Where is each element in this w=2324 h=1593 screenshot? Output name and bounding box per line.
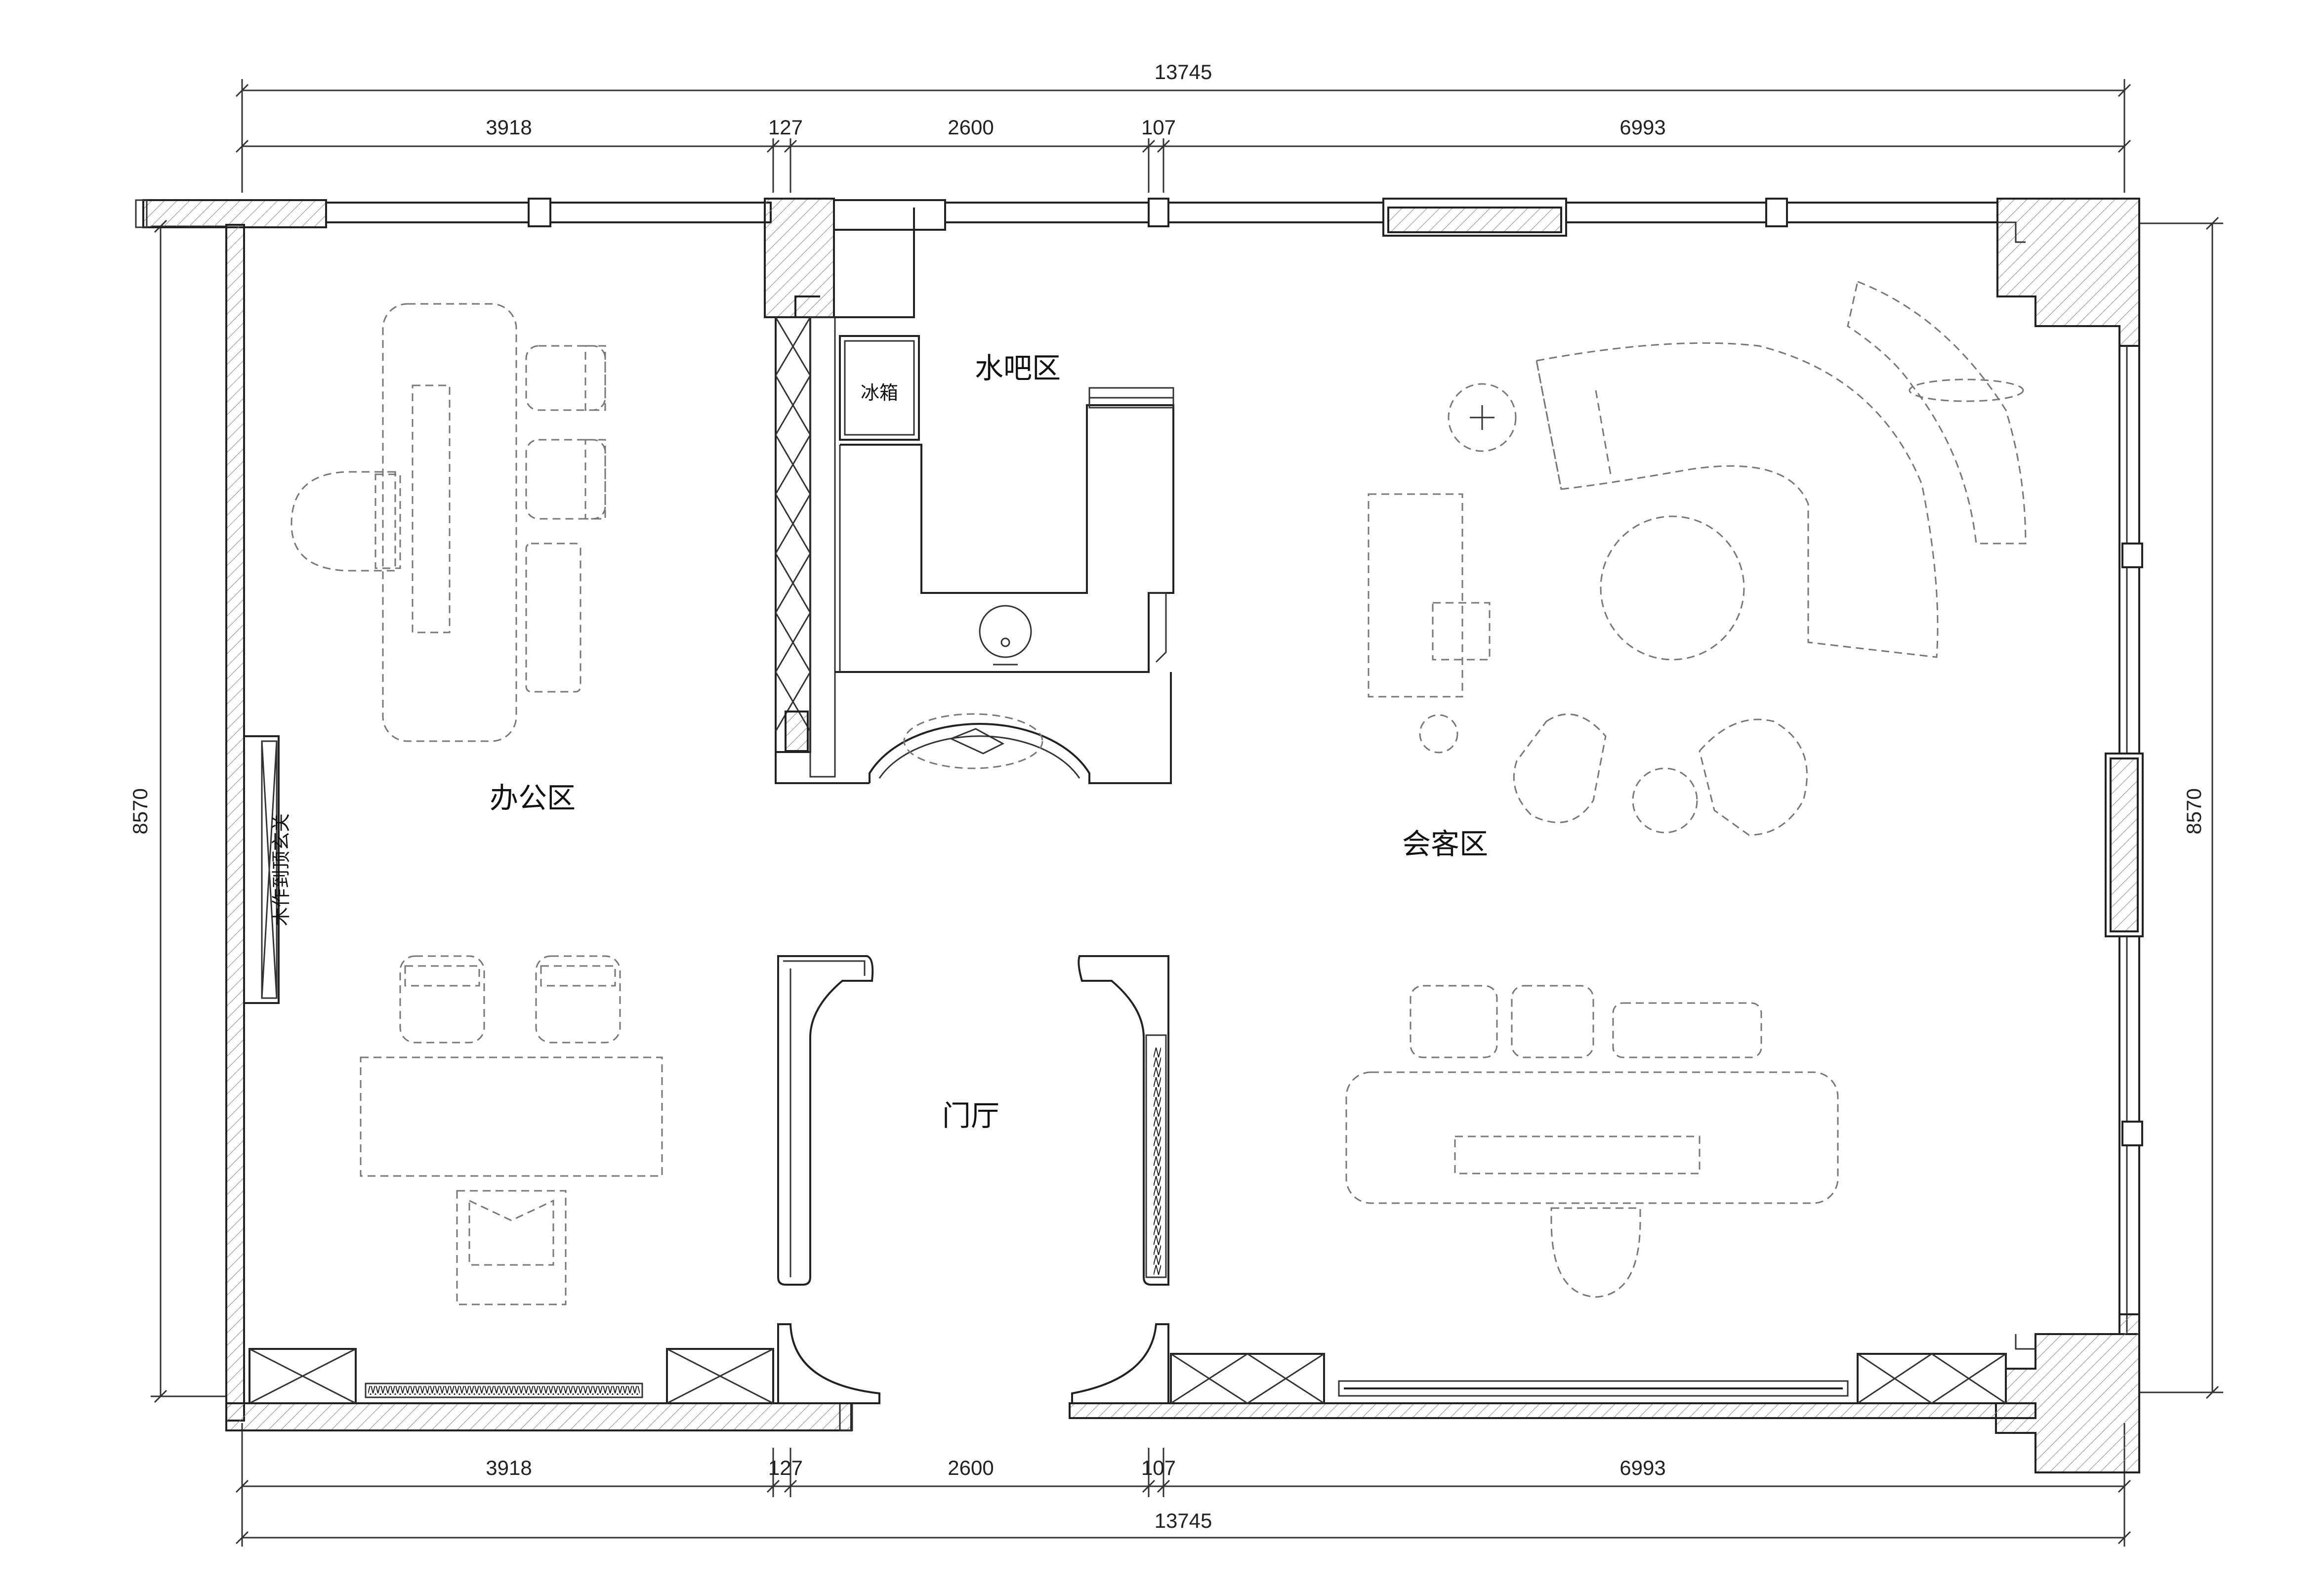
dim-left-height: 8570 [128, 788, 152, 834]
reception-furniture [1345, 280, 2027, 1298]
dim-top-seg-1: 3918 [486, 116, 532, 139]
dim-right-height: 8570 [2182, 788, 2205, 834]
dim-bottom-total: 13745 [1155, 1509, 1212, 1532]
lobby-panels [777, 955, 1169, 1404]
outer-walls [135, 198, 2144, 1473]
bottom-window-right [1170, 1353, 2007, 1404]
dim-bottom-seg-3: 2600 [948, 1456, 994, 1479]
dim-top-seg-4: 107 [1141, 116, 1176, 139]
dim-bottom-seg-2: 127 [768, 1456, 803, 1479]
dim-bottom-seg-5: 6993 [1619, 1456, 1665, 1479]
dimension-top: 13745 3918 127 2600 107 6993 [235, 60, 2131, 193]
dimension-right: 8570 [2139, 216, 2223, 1399]
dimension-bottom: 3918 127 2600 107 6993 13745 [235, 1423, 2131, 1547]
room-label-lobby: 门厅 [942, 1099, 999, 1132]
fridge-label: 冰箱 [861, 382, 898, 404]
office-chair [525, 345, 606, 520]
office-furniture [290, 303, 663, 1305]
dim-top-seg-2: 127 [768, 116, 803, 139]
dim-bottom-seg-1: 3918 [486, 1456, 532, 1479]
entrance-cabinet-label: 木作到顶玄关 [270, 813, 292, 926]
room-label-water-bar: 水吧区 [975, 351, 1061, 385]
dim-top-seg-3: 2600 [948, 116, 994, 139]
entrance-cabinet: 木作到顶玄关 [243, 735, 292, 1004]
dim-top-seg-5: 6993 [1619, 116, 1665, 139]
dimension-left: 8570 [128, 219, 227, 1403]
room-label-reception: 会客区 [1402, 827, 1488, 861]
room-label-office: 办公区 [490, 781, 576, 815]
water-bar-block: 冰箱 [775, 208, 1174, 784]
dim-top-total: 13745 [1155, 60, 1212, 84]
bottom-window-left [249, 1348, 774, 1404]
office-chairs-lower [399, 955, 621, 1044]
dim-bottom-seg-4: 107 [1141, 1456, 1176, 1479]
